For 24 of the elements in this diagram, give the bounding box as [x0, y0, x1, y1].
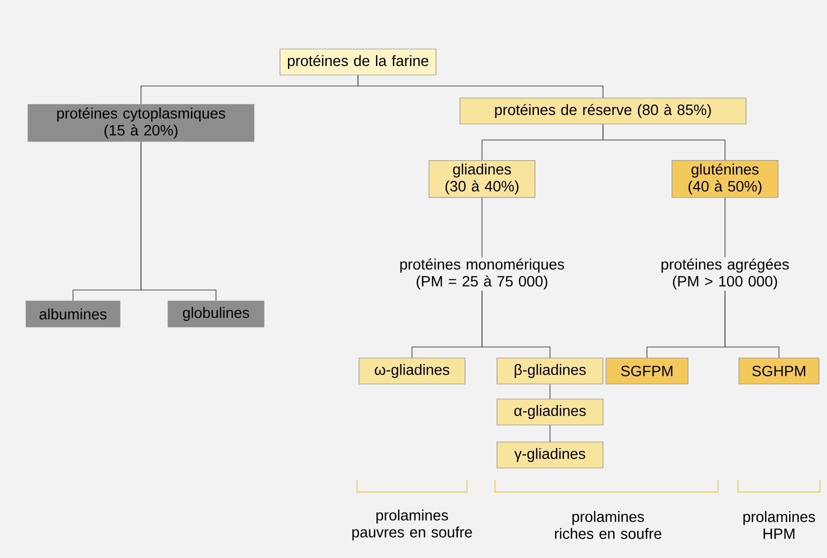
- connector-line: [140, 141, 216, 302]
- connector-line: [602, 124, 726, 161]
- category-box: protéines de la farine: [280, 48, 436, 76]
- category-box: γ-gliadines: [496, 442, 604, 468]
- category-text: protéines monomériques (PM = 25 à 75 000): [400, 258, 564, 290]
- category-box: protéines cytoplasmiques (15 à 20%): [28, 104, 254, 142]
- group-label: prolamines HPM: [743, 511, 815, 539]
- category-box: ω-gliadines: [358, 358, 466, 384]
- category-box: SGHPM: [738, 358, 820, 384]
- group-label: prolamines pauvres en soufre: [352, 510, 472, 540]
- category-box: gliadines (30 à 40%): [428, 160, 536, 198]
- connector-line: [358, 74, 604, 98]
- category-box: gluténines (40 à 50%): [672, 160, 778, 198]
- category-box: albumines: [26, 300, 120, 328]
- category-box: globulines: [168, 300, 264, 328]
- category-text: protéines agrégées (PM > 100 000): [662, 258, 789, 290]
- connector-line: [724, 197, 726, 258]
- category-box: β-gliadines: [496, 358, 604, 384]
- category-box: α-gliadines: [496, 398, 604, 426]
- category-box: SGFPM: [606, 358, 688, 384]
- category-box: protéines de réserve (80 à 85%): [460, 98, 746, 124]
- connector-line: [724, 290, 780, 358]
- connector-line: [482, 290, 550, 358]
- group-label: prolamines riches en soufre: [555, 511, 662, 539]
